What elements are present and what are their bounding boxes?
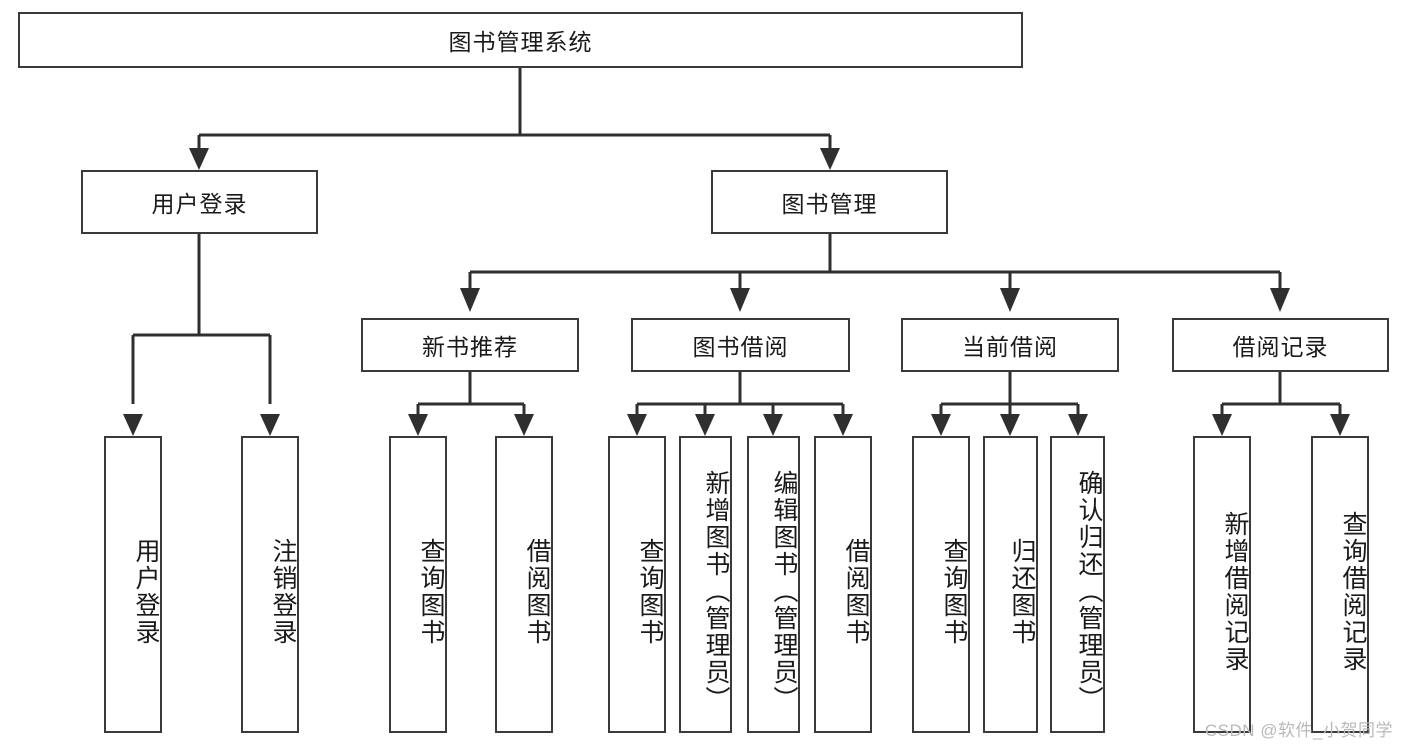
node-label: 图书管理 <box>781 191 878 217</box>
node-label: 查询图书 <box>940 537 968 646</box>
node-label: 编辑图书（管理员） <box>770 470 798 713</box>
node-label: 借阅图书 <box>523 537 551 646</box>
leaf-user-login-signout[interactable]: 注销登录 <box>241 436 299 733</box>
leaf-current-borrow-return[interactable]: 归还图书 <box>983 436 1038 733</box>
node-label: 查询借阅记录 <box>1339 510 1367 673</box>
watermark-text: CSDN @软件_小贺同学 <box>1204 721 1393 740</box>
node-label: 查询图书 <box>417 537 445 646</box>
leaf-new-book-borrow[interactable]: 借阅图书 <box>495 436 553 733</box>
node-book-borrow[interactable]: 图书借阅 <box>631 318 850 372</box>
leaf-user-login-signin[interactable]: 用户登录 <box>104 436 162 733</box>
leaf-new-book-query[interactable]: 查询图书 <box>389 436 447 733</box>
leaf-book-borrow-edit[interactable]: 编辑图书（管理员） <box>747 436 800 733</box>
node-label: 图书管理系统 <box>448 29 593 55</box>
leaf-current-borrow-query[interactable]: 查询图书 <box>912 436 970 733</box>
node-book-management[interactable]: 图书管理 <box>711 170 948 234</box>
node-label: 用户登录 <box>132 537 160 646</box>
leaf-book-borrow-query[interactable]: 查询图书 <box>608 436 666 733</box>
node-label: 确认归还（管理员） <box>1075 470 1103 713</box>
node-user-login[interactable]: 用户登录 <box>81 170 318 234</box>
node-current-borrow[interactable]: 当前借阅 <box>901 318 1119 372</box>
node-label: 借阅图书 <box>842 537 870 646</box>
node-label: 注销登录 <box>269 537 297 646</box>
leaf-records-add[interactable]: 新增借阅记录 <box>1193 436 1251 733</box>
leaf-records-query[interactable]: 查询借阅记录 <box>1311 436 1369 733</box>
node-label: 图书借阅 <box>692 334 789 360</box>
leaf-book-borrow-lend[interactable]: 借阅图书 <box>814 436 872 733</box>
node-label: 归还图书 <box>1008 537 1036 646</box>
leaf-book-borrow-add[interactable]: 新增图书（管理员） <box>679 436 732 733</box>
node-label: 用户登录 <box>151 191 248 217</box>
node-label: 新增图书（管理员） <box>702 470 730 713</box>
node-label: 查询图书 <box>636 537 664 646</box>
node-label: 当前借阅 <box>962 334 1058 360</box>
leaf-current-borrow-confirm-return[interactable]: 确认归还（管理员） <box>1050 436 1105 733</box>
node-new-book-recommend[interactable]: 新书推荐 <box>361 318 579 372</box>
node-label: 新书推荐 <box>422 334 518 360</box>
node-borrow-records[interactable]: 借阅记录 <box>1172 318 1389 372</box>
node-label: 借阅记录 <box>1232 334 1329 360</box>
node-root-system[interactable]: 图书管理系统 <box>18 12 1023 68</box>
node-label: 新增借阅记录 <box>1221 510 1249 673</box>
